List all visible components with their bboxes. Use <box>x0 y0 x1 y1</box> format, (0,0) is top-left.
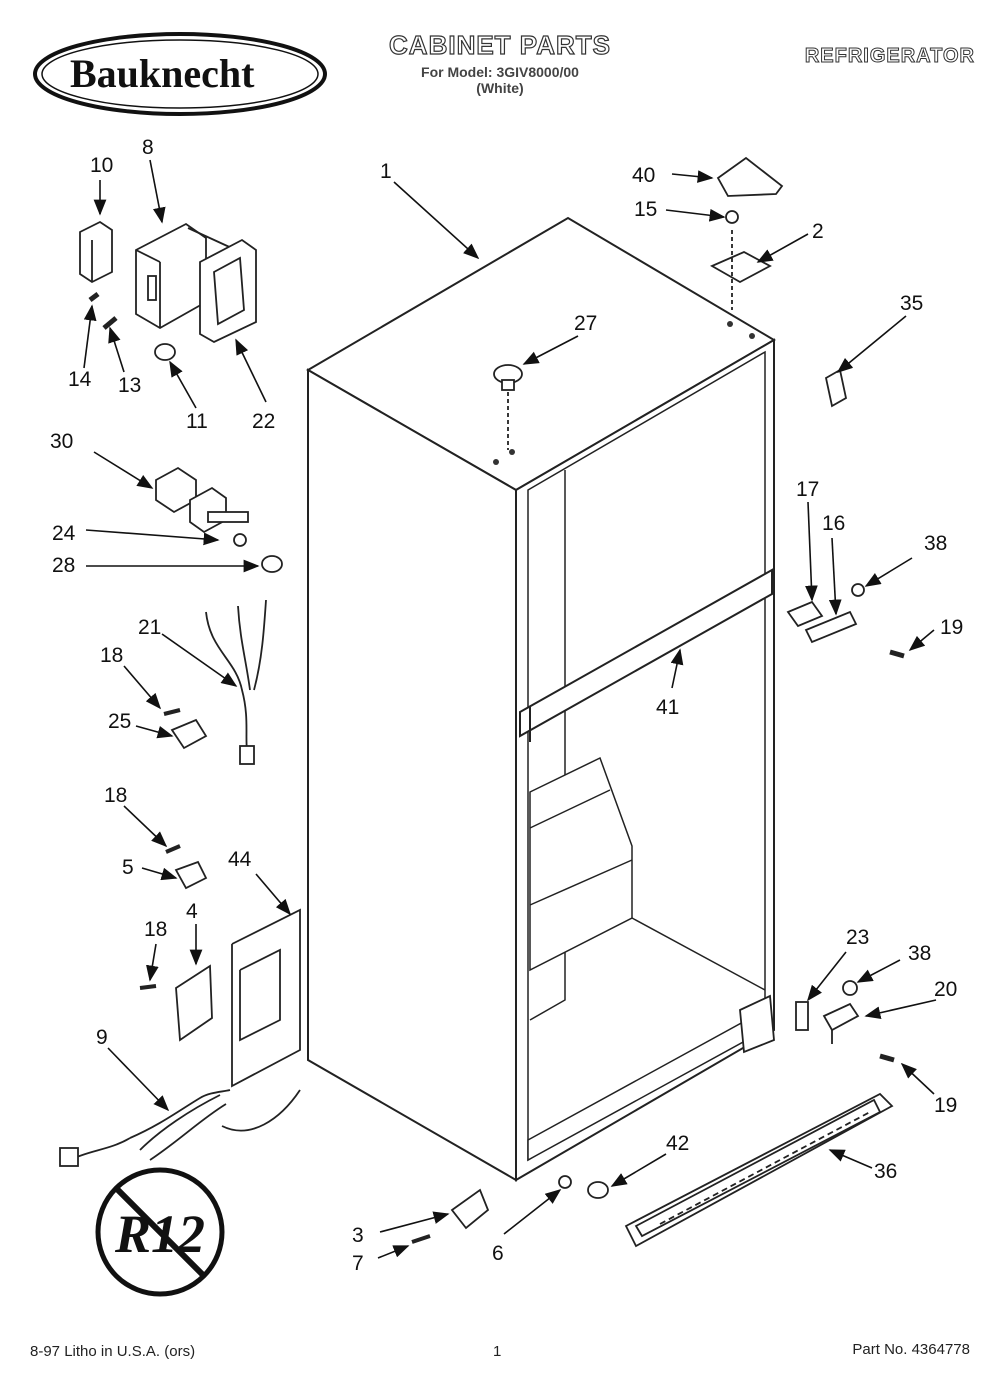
lamp-socket-part <box>170 718 208 750</box>
callout-41: 41 <box>656 696 679 719</box>
callout-3: 3 <box>352 1224 364 1247</box>
bottom-hinge-part <box>822 1002 860 1032</box>
screw-part <box>88 292 100 302</box>
callout-5: 5 <box>122 856 134 879</box>
callout-4: 4 <box>186 900 198 923</box>
callout-7: 7 <box>352 1252 364 1275</box>
roller-bracket-part <box>450 1188 490 1230</box>
callout-14: 14 <box>68 368 92 391</box>
cabinet-hinge-part <box>739 994 775 1054</box>
callout-9: 9 <box>96 1026 108 1049</box>
color-line: (White) <box>476 80 524 96</box>
footer-litho: 8-97 Litho in U.S.A. (ors) <box>30 1343 196 1360</box>
center-hinge-bracket-part <box>804 610 858 644</box>
r12-badge: R12 <box>95 1167 225 1297</box>
callout-25: 25 <box>108 710 131 733</box>
callout-30: 30 <box>50 430 73 453</box>
callout-36: 36 <box>874 1160 897 1183</box>
hinge-cover-part <box>716 156 784 197</box>
brand-logo: Bauknecht <box>30 28 330 120</box>
callout-38: 38 <box>924 532 947 555</box>
power-cord-part <box>59 1089 301 1167</box>
cover-plate-part <box>175 964 213 1042</box>
brand-name: Bauknecht <box>70 51 255 96</box>
callout-10: 10 <box>90 154 113 177</box>
part-number: Part No. 4364778 <box>852 1341 970 1358</box>
washer-part <box>851 583 865 597</box>
page-number: 1 <box>493 1343 502 1360</box>
callout-21: 21 <box>138 616 161 639</box>
callout-18: 18 <box>104 784 127 807</box>
screw-part <box>558 1175 572 1189</box>
callout-40: 40 <box>632 164 655 187</box>
callout-2: 2 <box>812 220 824 243</box>
callout-27: 27 <box>574 312 597 335</box>
back-bracket-part <box>231 908 301 1088</box>
callout-38: 38 <box>908 942 931 965</box>
leader-lines <box>83 159 937 1259</box>
leveling-leg-part <box>587 1181 609 1199</box>
knob-part <box>261 555 283 573</box>
callout-13: 13 <box>118 374 141 397</box>
washer-part <box>842 980 858 996</box>
grille-part <box>624 1092 894 1248</box>
grommet-part <box>154 343 176 361</box>
callout-24: 24 <box>52 522 76 545</box>
model-line: For Model: 3GIV8000/00 <box>421 64 579 80</box>
screw-part <box>889 649 905 659</box>
callout-35: 35 <box>900 292 923 315</box>
hinge-pin-cover-part <box>824 368 848 408</box>
center-hinge-part <box>786 600 824 628</box>
screw-part <box>879 1053 895 1063</box>
relay-part <box>79 220 113 284</box>
category-label: REFRIGERATOR <box>804 45 975 68</box>
refrigerator-cabinet <box>306 216 776 1182</box>
callout-20: 20 <box>934 978 957 1001</box>
callout-19: 19 <box>934 1094 957 1117</box>
callout-19: 19 <box>940 616 963 639</box>
callout-8: 8 <box>142 136 154 159</box>
callout-17: 17 <box>796 478 819 501</box>
callout-44: 44 <box>228 848 252 871</box>
callout-16: 16 <box>822 512 845 535</box>
r12-label: R12 <box>114 1204 205 1264</box>
model-info: For Model: 3GIV8000/00 (White) <box>340 64 660 96</box>
screw-part <box>411 1234 431 1244</box>
callout-11: 11 <box>186 410 208 433</box>
thermostat-shaft-part <box>207 511 249 523</box>
wiring-harness-part <box>205 599 267 765</box>
nut-part <box>725 210 739 224</box>
logo-ellipse-icon <box>33 32 327 116</box>
plug-part <box>493 364 523 450</box>
callout-18: 18 <box>144 918 167 941</box>
callout-23: 23 <box>846 926 869 949</box>
callout-6: 6 <box>492 1242 504 1265</box>
top-hinge-part <box>709 250 772 284</box>
callout-15: 15 <box>634 198 657 221</box>
thermostat-stud-part <box>233 533 247 547</box>
callout-42: 42 <box>666 1132 689 1155</box>
callout-1: 1 <box>380 160 392 183</box>
page-title: CABINET PARTS <box>388 29 611 60</box>
callout-18: 18 <box>100 644 123 667</box>
screw-part <box>102 316 118 330</box>
hinge-shim-part <box>795 1001 809 1031</box>
callout-22: 22 <box>252 410 275 433</box>
terminal-block-part <box>174 860 208 890</box>
cover-part <box>199 238 257 344</box>
callout-28: 28 <box>52 554 75 577</box>
